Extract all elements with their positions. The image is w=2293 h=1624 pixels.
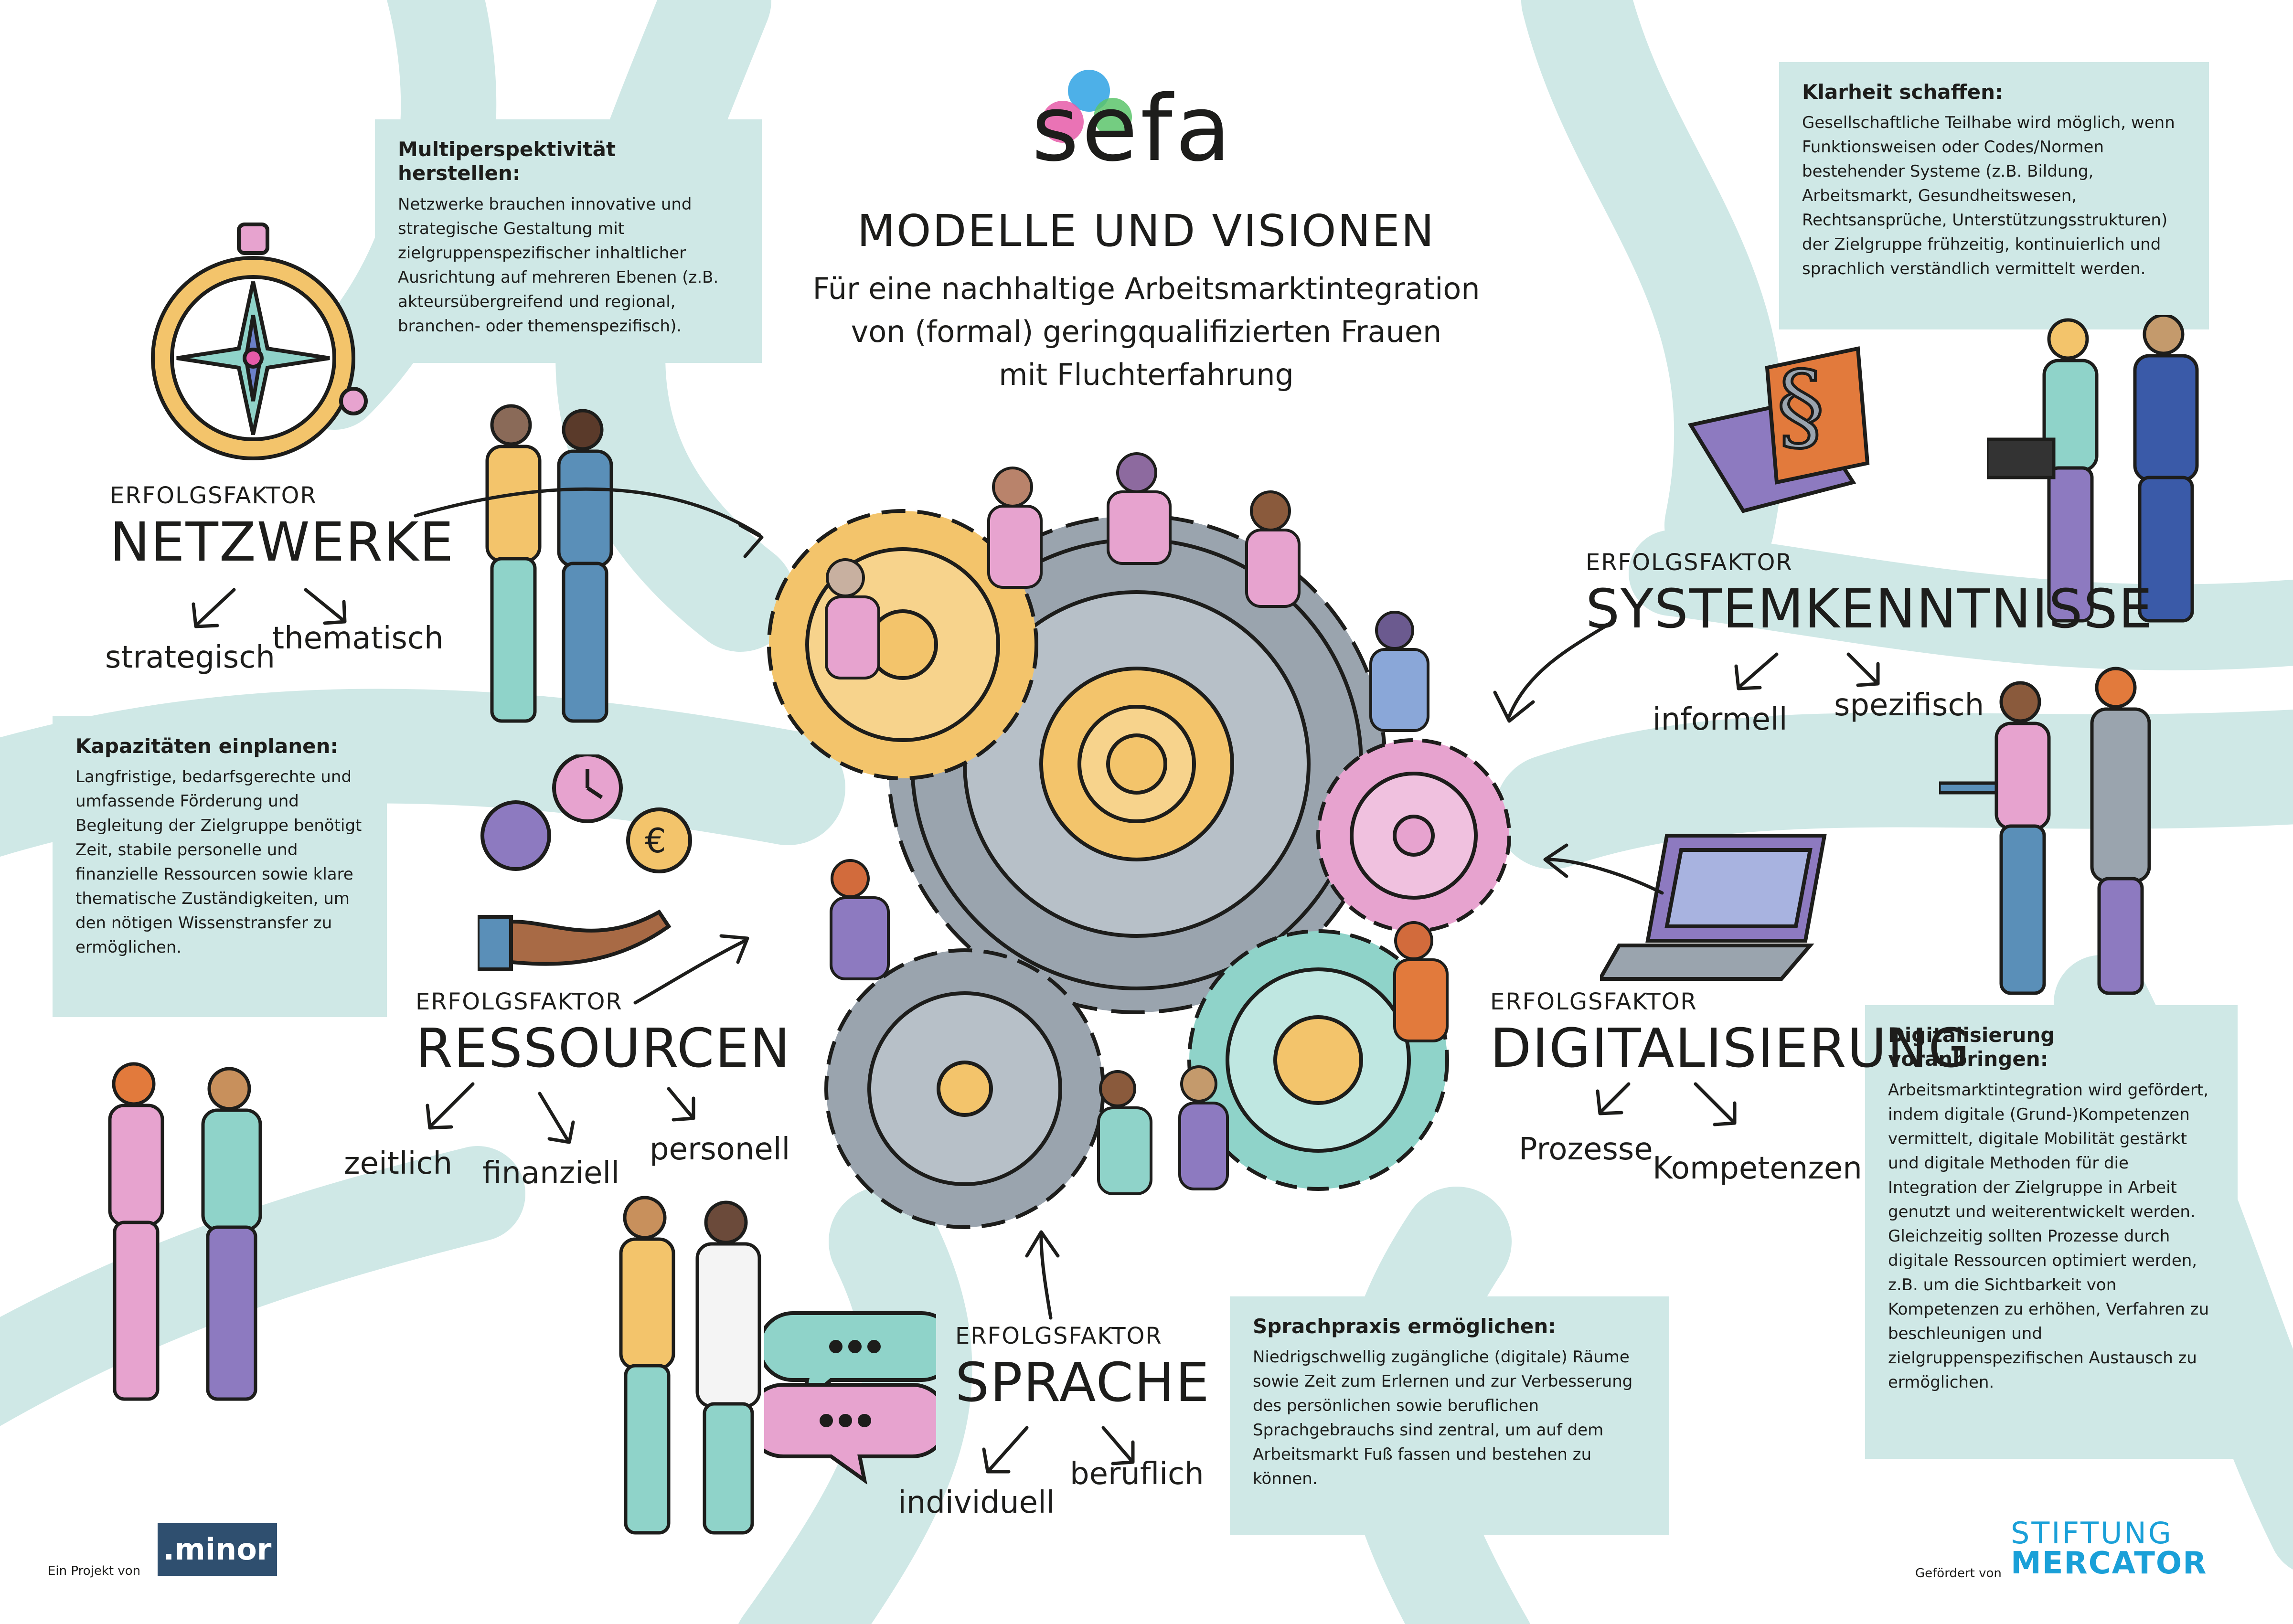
factor-digitalisierung-label: ERFOLGSFAKTOR: [1490, 988, 1697, 1015]
box-multiperspektive-text: Netzwerke brauchen innovative und strate…: [398, 194, 719, 336]
law-books-icon: §: [1687, 346, 1870, 513]
factor-systemkenntnisse-item-1: informell: [1653, 702, 1788, 737]
euro-icon: [626, 807, 692, 873]
factor-netzwerke-item-1: strategisch: [105, 640, 275, 675]
factor-systemkenntnisse-label: ERFOLGSFAKTOR: [1586, 549, 1793, 576]
mercator-logo-line-2: MERCATOR: [2011, 1546, 2208, 1581]
factor-ressourcen-item-1: zeitlich: [344, 1146, 453, 1181]
svg-text:§: §: [1777, 351, 1824, 462]
factor-digitalisierung-name: DIGITALISIERUNG: [1490, 1018, 1971, 1080]
box-multiperspektive: Multiperspektivität herstellen: Netzwerk…: [375, 119, 762, 363]
people-netzwerke: [485, 404, 613, 723]
compass-icon: [151, 223, 368, 460]
page-subtitle: Für eine nachhaltige Arbeitsmarktintegra…: [740, 267, 1552, 396]
factor-ressourcen-name: RESSOURCEN: [416, 1018, 791, 1080]
box-digitalisierung-text: Arbeitsmarktintegration wird gefördert, …: [1888, 1080, 2209, 1392]
footer-funding-prefix: Gefördert von: [1915, 1566, 2002, 1581]
laptop-icon: [1600, 834, 1827, 981]
box-digitalisierung: Digitalisierung voranbringen: Arbeitsmar…: [1865, 1005, 2238, 1459]
stiftung-mercator-logo: STIFTUNG MERCATOR: [2011, 1518, 2208, 1579]
sefa-logo-text: sefa: [1032, 76, 1234, 172]
box-digitalisierung-title: Digitalisierung voranbringen:: [1888, 1023, 2055, 1071]
people-sprache: [619, 1196, 761, 1535]
factor-systemkenntnisse-item-2: spezifisch: [1834, 688, 1984, 723]
sefa-logo: sefa: [1032, 70, 1234, 172]
factor-sprache-label: ERFOLGSFAKTOR: [955, 1323, 1162, 1349]
footer-project-prefix: Ein Projekt von: [48, 1564, 141, 1578]
box-kapazitaeten-title: Kapazitäten einplanen:: [75, 734, 339, 758]
box-sprachpraxis-title: Sprachpraxis ermöglichen:: [1253, 1315, 1557, 1338]
svg-text:€: €: [645, 821, 666, 860]
box-klarheit-title: Klarheit schaffen:: [1802, 80, 2003, 104]
box-klarheit-text: Gesellschaftliche Teilhabe wird möglich,…: [1802, 113, 2175, 279]
factor-sprache-name: SPRACHE: [955, 1352, 1210, 1414]
person-icon: [480, 800, 551, 871]
factor-ressourcen-item-3: personell: [650, 1132, 790, 1167]
mercator-logo-line-1: STIFTUNG: [2011, 1516, 2173, 1550]
people-digitalisierung: [1939, 667, 2151, 995]
factor-ressourcen-item-2: finanziell: [482, 1156, 619, 1191]
people-systemkenntnisse: [1987, 315, 2199, 623]
box-kapazitaeten: Kapazitäten einplanen: Langfristige, bed…: [53, 716, 387, 1017]
subtitle-line-1: Für eine nachhaltige Arbeitsmarktintegra…: [812, 271, 1480, 306]
factor-netzwerke-item-2: thematisch: [272, 621, 444, 656]
resources-icon: €: [478, 754, 692, 971]
box-multiperspektive-title: Multiperspektivität herstellen:: [398, 138, 616, 185]
speech-bubbles-icon: [764, 1311, 936, 1485]
box-sprachpraxis: Sprachpraxis ermöglichen: Niedrigschwell…: [1230, 1296, 1669, 1535]
factor-netzwerke-label: ERFOLGSFAKTOR: [110, 482, 317, 509]
box-sprachpraxis-text: Niedrigschwellig zugängliche (digitale) …: [1253, 1348, 1633, 1489]
minor-logo: .minor: [158, 1523, 277, 1576]
factor-sprache-item-2: beruflich: [1070, 1456, 1204, 1492]
box-klarheit: Klarheit schaffen: Gesellschaftliche Tei…: [1779, 62, 2209, 329]
box-kapazitaeten-text: Langfristige, bedarfsgerechte und umfass…: [75, 767, 362, 957]
gears-illustration: [767, 452, 1511, 1229]
factor-systemkenntnisse-name: SYSTEMKENNTNISSE: [1586, 578, 2154, 640]
factor-digitalisierung-item-1: Prozesse: [1519, 1132, 1653, 1167]
factor-ressourcen-label: ERFOLGSFAKTOR: [416, 988, 623, 1015]
factor-sprache-item-1: individuell: [898, 1485, 1055, 1520]
page-title: MODELLE UND VISIONEN: [857, 205, 1436, 256]
factor-netzwerke-name: NETZWERKE: [110, 511, 455, 573]
people-ressourcen: [108, 1062, 262, 1401]
subtitle-line-2: von (formal) geringqualifizierten Frauen: [851, 314, 1442, 349]
subtitle-line-3: mit Fluchterfahrung: [999, 357, 1294, 392]
factor-digitalisierung-item-2: Kompetenzen: [1653, 1151, 1862, 1186]
